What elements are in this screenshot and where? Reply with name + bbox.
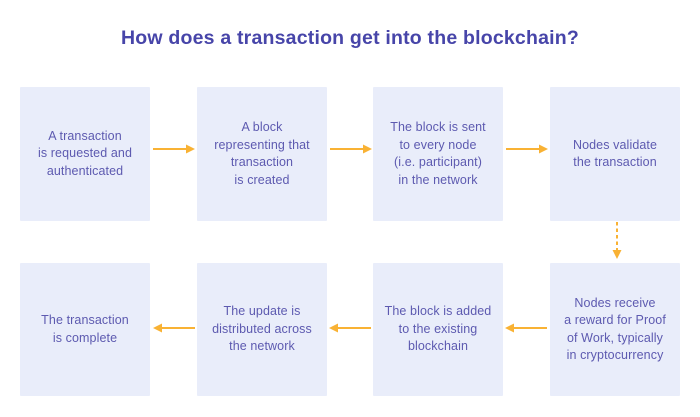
arrow-down-dashed-icon [612,222,622,259]
step-text: A transaction is requested and authentic… [37,128,133,178]
step-block-sent-to-nodes: The block is sent to every node (i.e. pa… [373,87,503,221]
step-text: The block is added to the existing block… [384,304,492,354]
step-text: The block is sent to every node (i.e. pa… [390,120,486,187]
step-block-created: A block representing that transaction is… [197,87,327,221]
step-transaction-complete: The transaction is complete [20,263,150,396]
step-nodes-validate: Nodes validate the transaction [550,87,680,221]
arrow-left-icon [329,323,371,333]
page-title: How does a transaction get into the bloc… [121,27,579,49]
step-text: Nodes validate the transaction [572,137,658,170]
step-text: The update is distributed across the net… [212,304,312,354]
arrow-right-icon [506,144,548,154]
arrow-left-icon [153,323,195,333]
step-text: The transaction is complete [41,313,129,345]
step-nodes-receive-reward: Nodes receive a reward for Proof of Work… [550,263,680,396]
arrow-right-icon [330,144,372,154]
arrow-right-icon [153,144,195,154]
step-block-added: The block is added to the existing block… [373,263,503,396]
step-update-distributed: The update is distributed across the net… [197,263,327,396]
step-text: A block representing that transaction is… [214,120,310,187]
step-transaction-requested: A transaction is requested and authentic… [20,87,150,221]
step-text: Nodes receive a reward for Proof of Work… [564,295,666,363]
arrow-left-icon [505,323,547,333]
